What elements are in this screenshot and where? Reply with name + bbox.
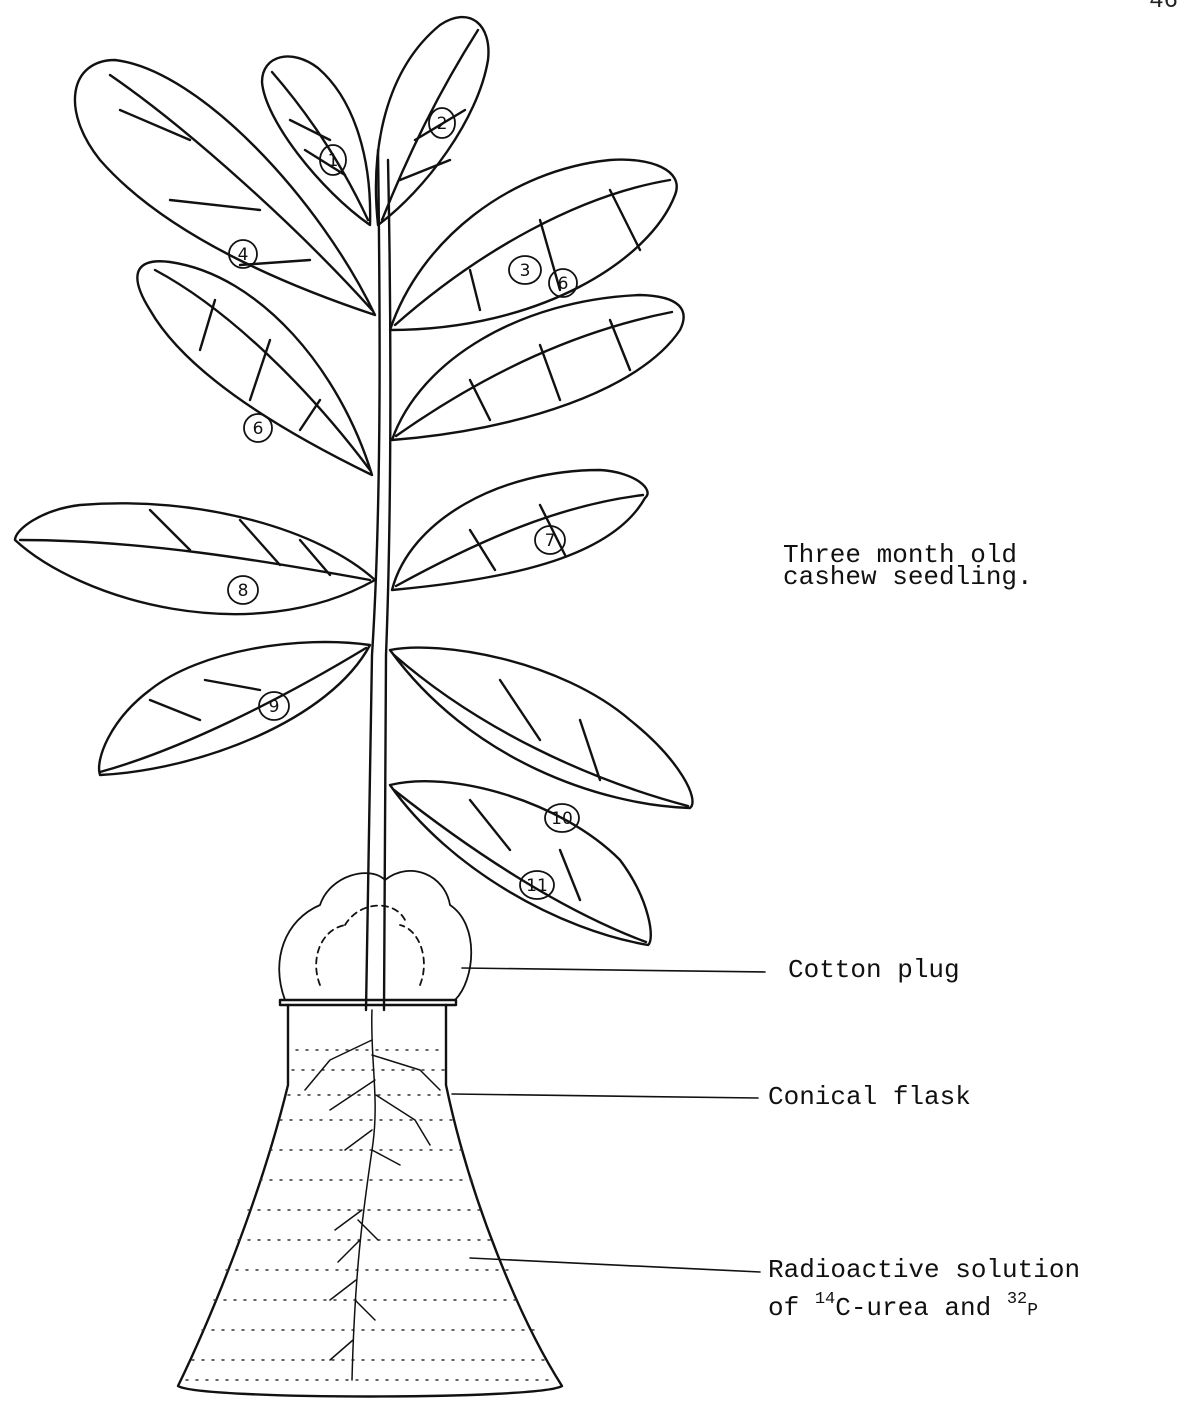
leaf-number: 6	[558, 274, 569, 294]
leaf-number: 6	[253, 419, 264, 439]
solution-label: Radioactive solution of 14C-urea and 32P	[768, 1255, 1080, 1326]
leaf-number: 10	[551, 809, 573, 829]
leaf-11	[390, 781, 651, 945]
leaf-number: 8	[238, 581, 249, 601]
cotton-plug-leader	[462, 968, 765, 972]
leaf-number: 3	[520, 261, 531, 281]
leaf-9	[99, 642, 370, 775]
leaf-number: 7	[545, 531, 556, 551]
conical-flask-leader	[452, 1094, 758, 1098]
leaf-number: 11	[526, 876, 548, 896]
leaf-10	[390, 648, 693, 808]
leaf-number: 9	[269, 697, 280, 717]
leaf-5	[137, 261, 372, 475]
leaf-1	[262, 57, 370, 225]
leaf-number-markers	[228, 108, 579, 899]
leaf-number: 2	[437, 114, 448, 134]
radioactive-solution	[186, 1050, 552, 1380]
leaf-number-texts: 1 2 3 4 6 6 7 8 9 10 11	[238, 114, 573, 896]
conical-flask-label: Conical flask	[768, 1082, 971, 1112]
leaf-4	[75, 60, 375, 315]
leaf-number: 1	[328, 151, 339, 171]
solution-leader	[470, 1258, 760, 1272]
leaf-2	[376, 17, 488, 225]
leaf-6	[392, 295, 684, 440]
roots	[305, 1010, 440, 1380]
leaf-7	[392, 470, 648, 590]
leaf-8	[15, 503, 375, 614]
cotton-plug	[279, 871, 471, 1000]
leaf-3	[390, 160, 677, 330]
conical-flask	[178, 1000, 562, 1397]
leaf-number: 4	[238, 245, 249, 265]
seedling-label: Three month old cashew seedling.	[783, 540, 1033, 592]
cotton-plug-label: Cotton plug	[788, 955, 960, 985]
leader-lines	[452, 968, 765, 1272]
